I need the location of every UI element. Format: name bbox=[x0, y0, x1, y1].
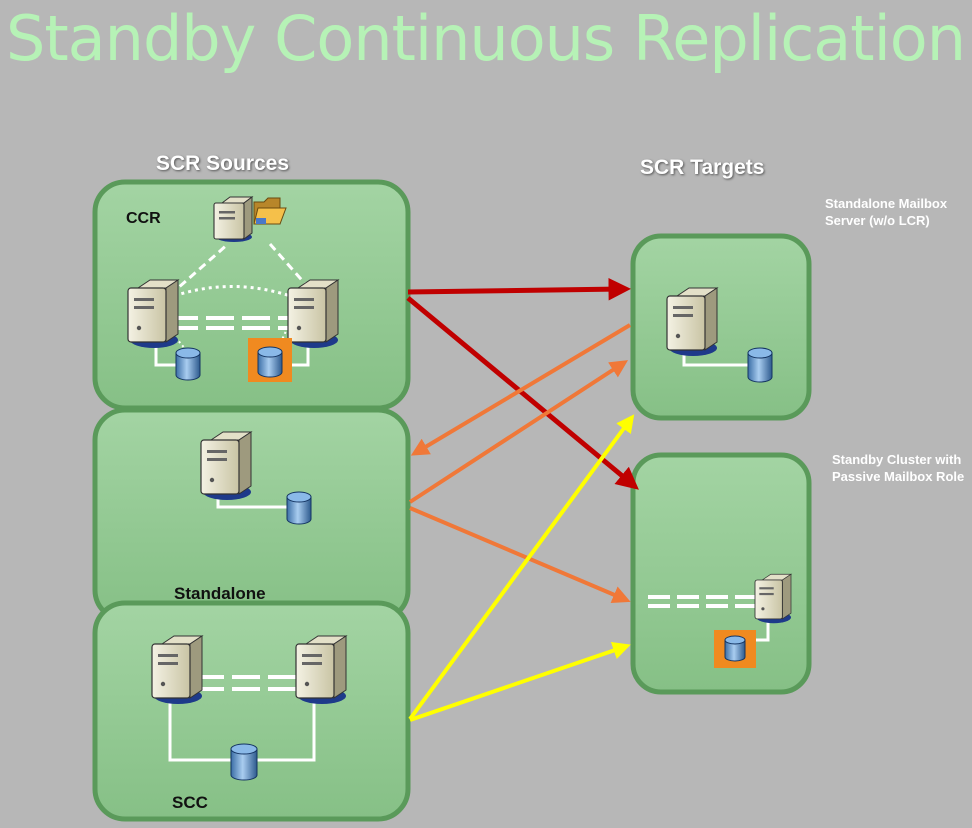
folder-icon bbox=[253, 197, 287, 225]
target-standalone-note: Standalone Mailbox Server (w/o LCR) bbox=[825, 195, 947, 229]
server-icon bbox=[754, 573, 793, 624]
arrow-ccr-to-standalone-target bbox=[407, 277, 631, 301]
target-cluster-box bbox=[630, 452, 812, 695]
arrow-standalone-to-target bbox=[408, 360, 629, 504]
target-standalone-note-line: Standalone Mailbox bbox=[825, 196, 948, 211]
targets-heading: SCR Targets bbox=[640, 156, 765, 179]
arrow-target-to-standalone bbox=[410, 323, 632, 456]
database-icon bbox=[286, 491, 312, 525]
ccr-label: CCR bbox=[126, 210, 161, 227]
arrow-standalone-to-cluster-target bbox=[409, 506, 631, 604]
arrow-scc-to-standalone-target bbox=[408, 414, 635, 721]
sources-heading: SCR Sources bbox=[156, 152, 290, 175]
server-icon bbox=[666, 287, 719, 356]
server-icon bbox=[287, 279, 340, 348]
database-icon bbox=[175, 347, 201, 381]
target-cluster-link bbox=[752, 620, 770, 642]
database-icon bbox=[747, 347, 773, 383]
standalone-label: Standalone bbox=[174, 584, 266, 603]
server-icon bbox=[127, 279, 180, 348]
database-icon bbox=[724, 635, 746, 662]
server-icon bbox=[151, 635, 204, 704]
file-share-witness-icon bbox=[213, 196, 254, 242]
server-icon bbox=[200, 431, 253, 500]
database-icon bbox=[257, 346, 283, 378]
target-cluster-note-line: Standby Cluster with bbox=[832, 452, 962, 467]
scc-box bbox=[92, 600, 411, 822]
target-standalone-note-line: Server (w/o LCR) bbox=[825, 213, 930, 228]
scc-label: SCC bbox=[172, 793, 208, 812]
target-standalone-box bbox=[630, 233, 812, 421]
target-cluster-note-line: Passive Mailbox Role bbox=[832, 469, 965, 484]
server-icon bbox=[295, 635, 348, 704]
arrow-scc-to-cluster-target bbox=[409, 641, 631, 722]
page-title: Standby Continuous Replication bbox=[6, 2, 966, 75]
database-icon bbox=[230, 743, 258, 781]
target-cluster-note: Standby Cluster with Passive Mailbox Rol… bbox=[832, 451, 964, 485]
